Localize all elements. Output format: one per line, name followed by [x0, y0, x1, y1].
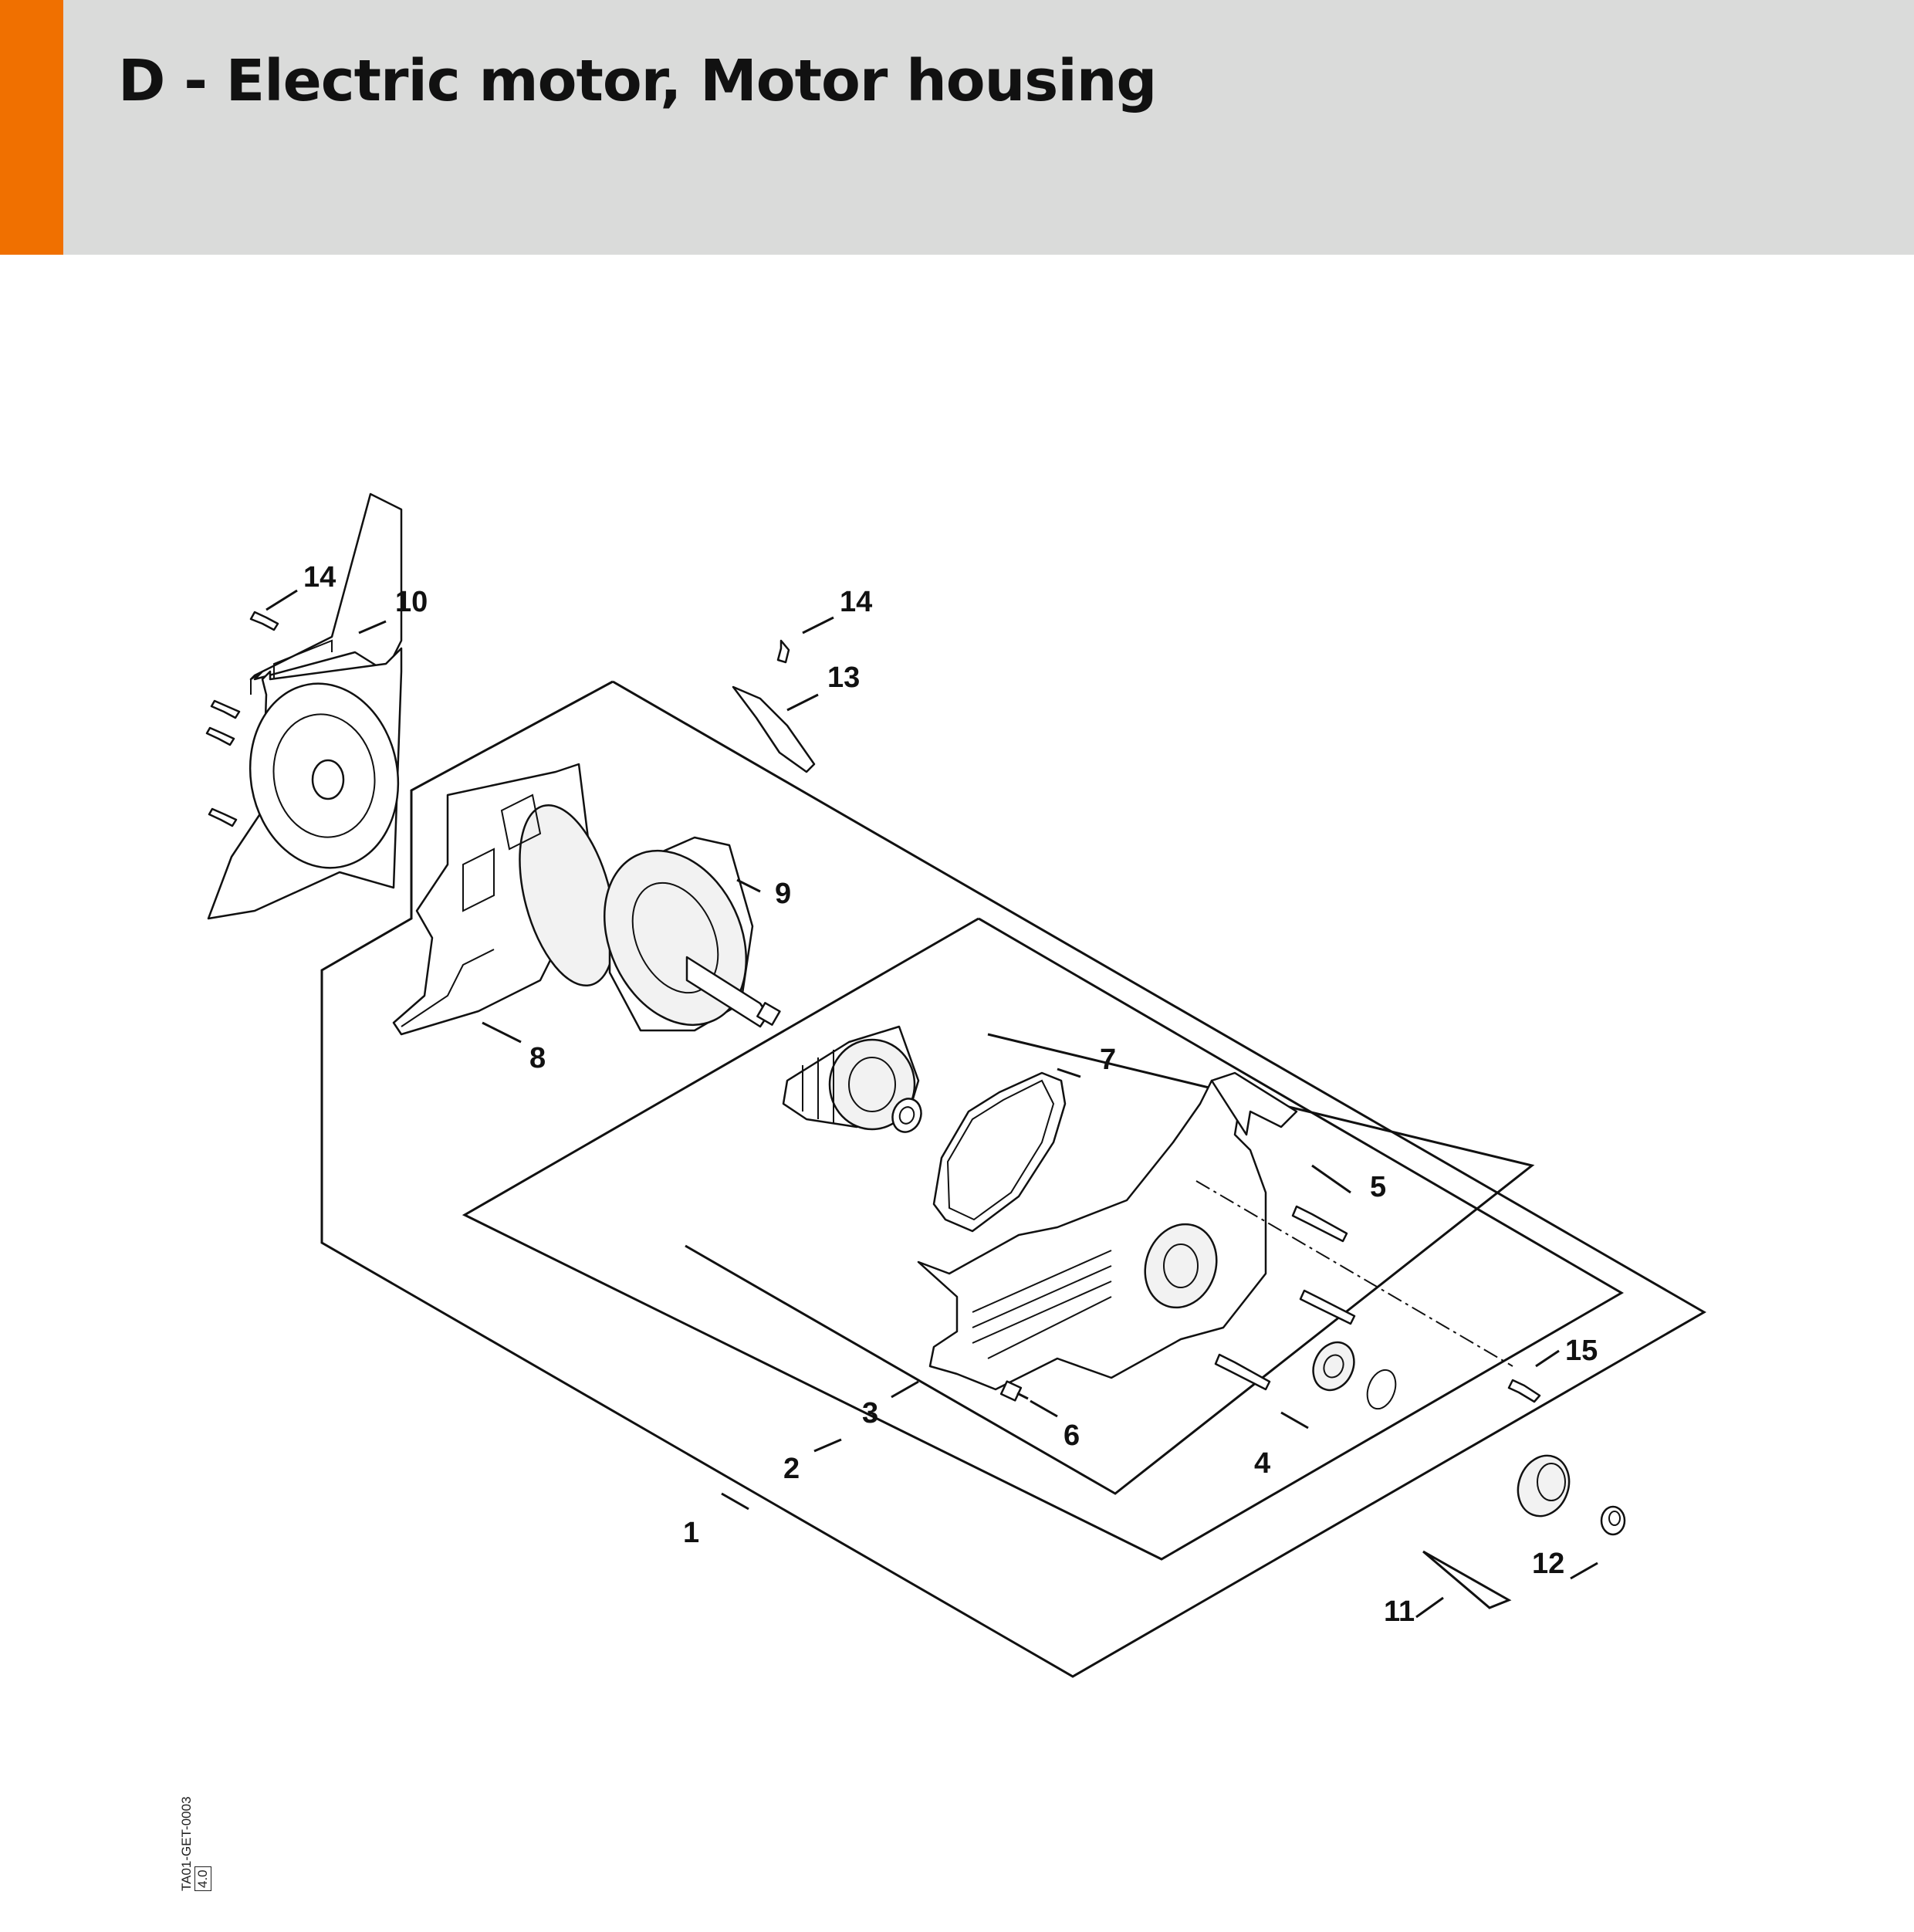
- bracket-assembly-1: [320, 680, 1706, 1678]
- callout-7: 7: [1100, 1044, 1116, 1076]
- part-7-gasket: [932, 1071, 1067, 1233]
- callout-3: 3: [862, 1397, 878, 1430]
- part-12-nut: [1600, 1505, 1626, 1536]
- version-box: 4.0: [194, 1866, 211, 1891]
- part-15-screw: [1507, 1379, 1541, 1403]
- callout-4: 4: [1254, 1447, 1270, 1480]
- callout-9: 9: [775, 878, 791, 910]
- part-5-studs: [1214, 1205, 1356, 1391]
- callout-14-right: 14: [840, 586, 872, 618]
- part-14-screws: [205, 611, 790, 827]
- callout-2: 2: [783, 1453, 800, 1485]
- part-11-pulley: [1517, 1454, 1571, 1518]
- callout-12: 12: [1532, 1548, 1564, 1580]
- seal-ring: [891, 1098, 922, 1133]
- callout-14-left: 14: [303, 561, 336, 594]
- drawing-reference: TA01-GET-0003 4.0: [179, 1660, 211, 1891]
- callout-8: 8: [529, 1042, 546, 1074]
- part-4-circlip: [1366, 1369, 1397, 1410]
- bracket-assembly-11: [1422, 1550, 1512, 1609]
- part-9-rotor-shaft: [603, 836, 781, 1032]
- part-3-crankcase: [917, 1071, 1298, 1391]
- bracket-assembly-2: [462, 917, 1624, 1561]
- header-bar: [0, 0, 1914, 255]
- doc-id: TA01-GET-0003: [179, 1796, 194, 1891]
- stator: [782, 1025, 920, 1131]
- callout-11: 11: [1384, 1595, 1415, 1628]
- callout-10: 10: [395, 586, 428, 618]
- callout-6: 6: [1064, 1419, 1080, 1452]
- accent-stripe: [0, 0, 63, 255]
- callout-15: 15: [1565, 1335, 1598, 1367]
- callout-13: 13: [827, 661, 860, 694]
- part-6-screw: [999, 1380, 1029, 1402]
- part-8-motor-housing: [392, 763, 616, 1036]
- part-4-bearing: [1312, 1341, 1355, 1392]
- page-title: D - Electric motor, Motor housing: [118, 48, 1157, 114]
- callout-5: 5: [1370, 1171, 1386, 1203]
- callout-1: 1: [683, 1517, 699, 1549]
- part-13-cover-plate: [732, 685, 816, 773]
- alignment-line: [1195, 1180, 1513, 1367]
- part-10-fan-cover: [207, 492, 403, 920]
